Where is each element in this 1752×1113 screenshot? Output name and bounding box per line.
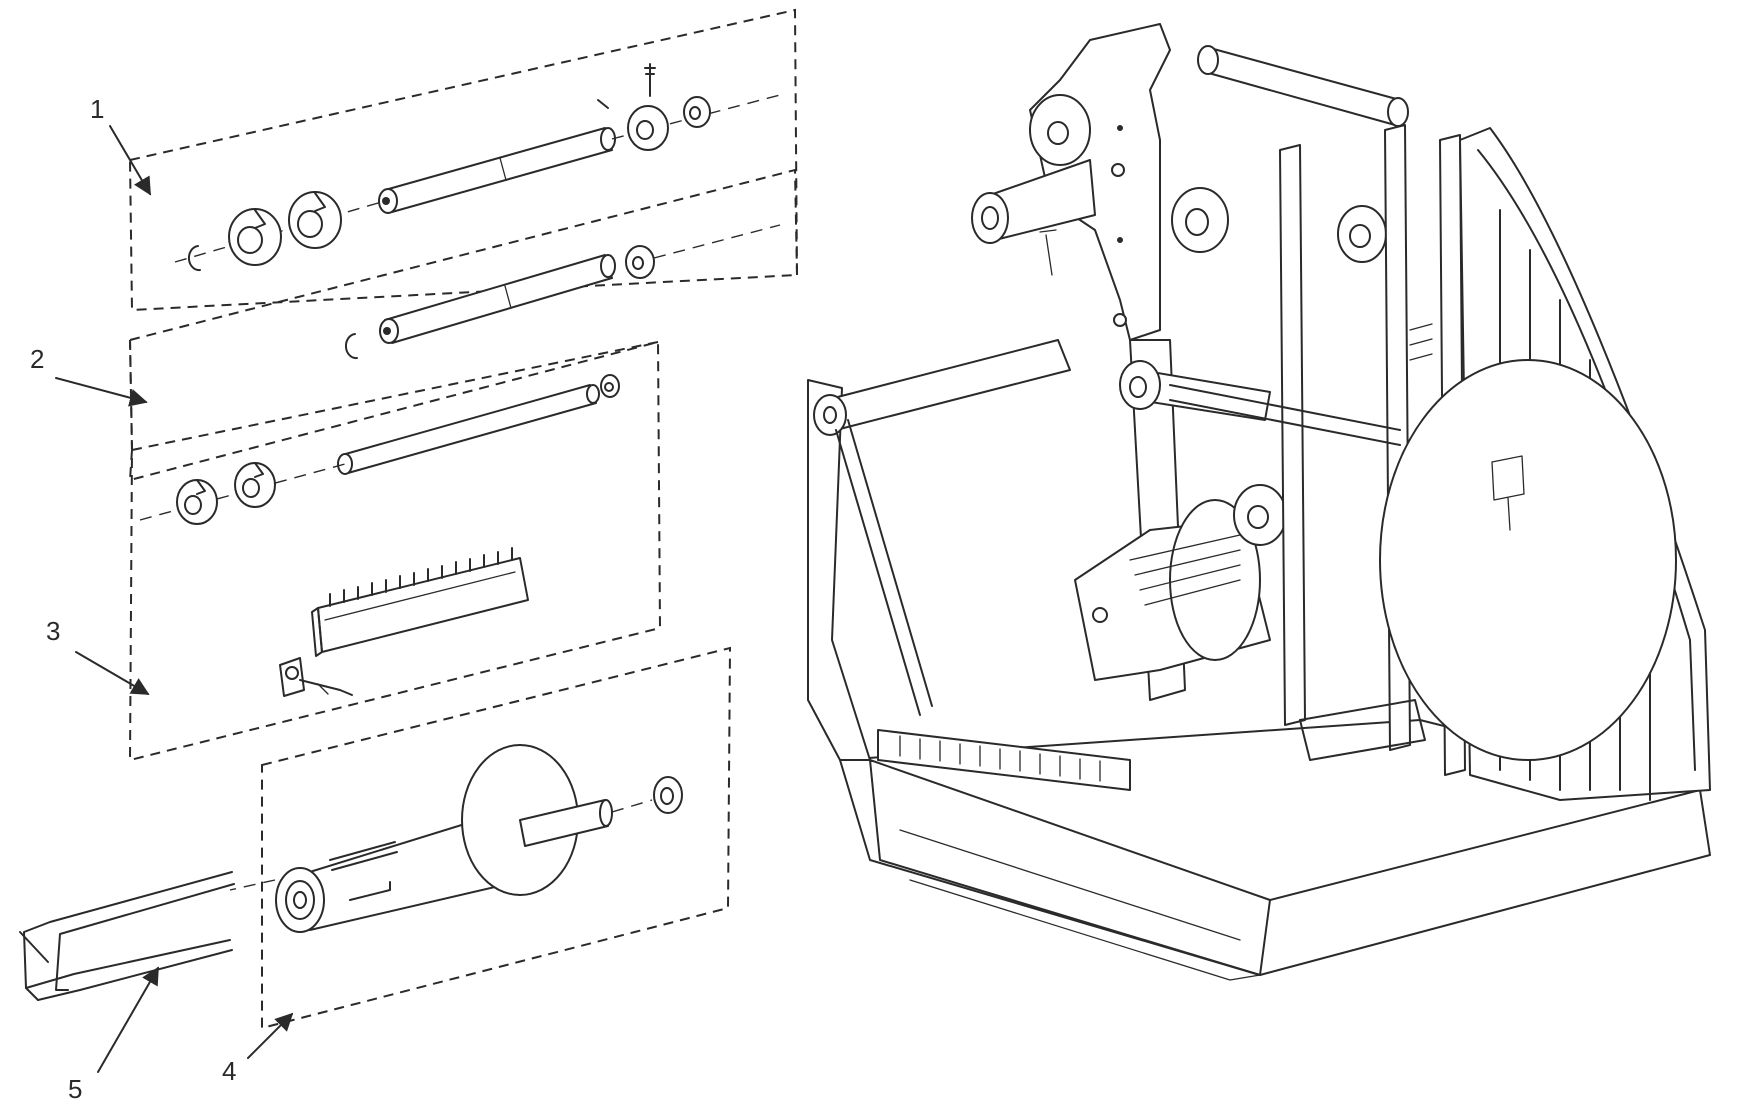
part-5-guide-rod (19, 871, 235, 1001)
printer-chassis (807, 23, 1711, 981)
kit-1-washer (683, 96, 711, 128)
callout-2: 2 (30, 344, 148, 407)
kit-4-nut (653, 776, 683, 814)
kit-3-dashed-outline (128, 340, 662, 762)
svg-text:1: 1 (90, 94, 104, 124)
kit-4-dashed-outline (261, 646, 732, 1030)
svg-text:2: 2 (30, 344, 44, 374)
kit-3-collar-a (176, 479, 218, 525)
kit-1-shaft (378, 127, 616, 214)
chassis-left-wall (807, 379, 871, 761)
kit-1-group (128, 8, 799, 312)
kit-3-washer (600, 374, 620, 398)
kit-1-small-pin (597, 99, 609, 109)
chassis-knob-upper (1171, 187, 1229, 253)
kit-4-spindle (275, 744, 613, 933)
kit-4-group (229, 646, 732, 1030)
chassis-guide-post-left (1279, 144, 1306, 726)
kit-1-bearing (627, 105, 669, 151)
kit-1-collar-a (228, 208, 282, 266)
chassis-platen-roller (1119, 360, 1271, 421)
kit-3-static-brush-comb (311, 547, 529, 657)
kit-2-group (129, 168, 798, 451)
kit-3-collar-b (234, 462, 276, 508)
kit-2-e-clip (345, 333, 358, 360)
chassis-media-disc-label (1491, 455, 1525, 531)
kit-1-dashed-outline (128, 8, 799, 312)
chassis-knob-right (1337, 205, 1387, 263)
svg-text:3: 3 (46, 616, 60, 646)
kit-2-shaft (379, 254, 616, 344)
kit-3-shaft (337, 384, 600, 475)
chassis-supply-spindle (1074, 484, 1287, 681)
kit-3-group (128, 340, 662, 762)
chassis-media-disc (1379, 359, 1677, 761)
svg-text:5: 5 (68, 1074, 82, 1104)
callout-1: 1 (90, 94, 151, 196)
kit-1-e-clip (188, 245, 201, 272)
kit-1-set-screw (644, 63, 656, 97)
svg-text:4: 4 (222, 1056, 236, 1086)
kit-1-collar-b (288, 191, 342, 249)
callout-3: 3 (46, 616, 150, 695)
chassis-tear-bar (877, 729, 1131, 791)
kit-3-sensor-bracket (279, 657, 353, 697)
callout-5: 5 (68, 966, 159, 1104)
kit-2-washer (625, 245, 655, 279)
chassis-ribbon-spindle (971, 94, 1096, 244)
chassis-top-rod (1204, 47, 1401, 126)
callout-4: 4 (222, 1012, 294, 1086)
